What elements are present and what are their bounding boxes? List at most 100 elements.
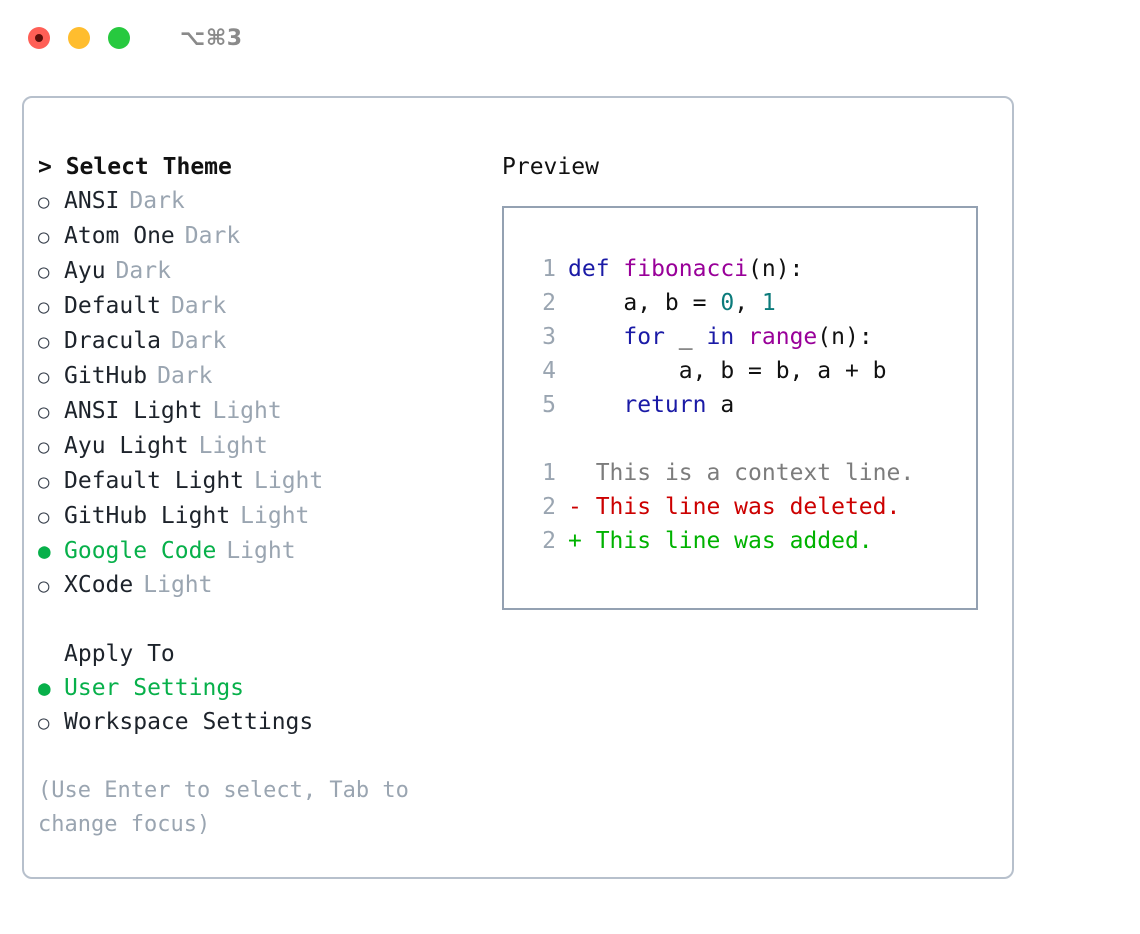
theme-option-ansi[interactable]: ○ ANSI Dark <box>38 184 488 219</box>
theme-name: Default <box>64 293 161 319</box>
line-number: 5 <box>542 392 556 418</box>
theme-name: Default Light <box>64 468 245 494</box>
radio-unselected-icon: ○ <box>38 191 50 213</box>
token-num: 0 <box>720 290 735 316</box>
diff-marker: - <box>568 494 582 520</box>
diff-content: This is a context line. <box>581 460 915 486</box>
token-kw: in <box>706 324 735 350</box>
token-pl: (n): <box>817 324 873 350</box>
line-number: 1 <box>542 256 556 282</box>
diff-content: This line was deleted. <box>581 494 901 520</box>
code-line: 4 a, b = b, a + b <box>522 354 976 388</box>
token-pl <box>568 392 623 418</box>
radio-unselected-icon: ○ <box>38 506 50 528</box>
theme-name: Atom One <box>64 223 175 249</box>
token-fn: range <box>748 324 818 350</box>
radio-unselected-icon: ○ <box>38 401 50 423</box>
diff-line-del: 2- This line was deleted. <box>522 490 976 524</box>
code-text: for _ in range(n): <box>568 320 873 354</box>
theme-option-atom-one[interactable]: ○ Atom One Dark <box>38 219 488 254</box>
radio-unselected-icon: ○ <box>38 712 50 734</box>
radio-unselected-icon: ○ <box>38 436 50 458</box>
token-pl <box>568 324 623 350</box>
code-text: a, b = 0, 1 <box>568 286 776 320</box>
minimize-button[interactable] <box>68 27 90 49</box>
spacer <box>38 603 488 637</box>
line-number: 2 <box>542 494 556 520</box>
theme-variant-tag: Light <box>226 538 296 564</box>
apply-to-option-user-settings[interactable]: ● User Settings <box>38 671 488 705</box>
zoom-button[interactable] <box>108 27 130 49</box>
apply-to-heading: Apply To <box>64 641 175 667</box>
token-pl: _ <box>664 324 707 350</box>
apply-to-options[interactable]: ● User Settings ○ Workspace Settings <box>38 671 488 740</box>
theme-variant-tag: Dark <box>115 258 171 284</box>
theme-name: XCode <box>64 572 134 598</box>
theme-variant-tag: Light <box>254 468 324 494</box>
theme-name: ANSI Light <box>64 398 203 424</box>
theme-name: Dracula <box>64 328 161 354</box>
theme-variant-tag: Light <box>198 433 268 459</box>
code-text: def fibonacci(n): <box>568 252 803 286</box>
token-pl: (n): <box>748 256 804 282</box>
code-line: 3 for _ in range(n): <box>522 320 976 354</box>
line-number: 2 <box>542 290 556 316</box>
code-line: 5 return a <box>522 388 976 422</box>
theme-name: Ayu <box>64 258 106 284</box>
diff-content: This line was added. <box>581 528 873 554</box>
diff-marker <box>568 460 582 486</box>
diff-line-ctx: 1 This is a context line. <box>522 456 976 490</box>
theme-name: Ayu Light <box>64 433 189 459</box>
line-number: 4 <box>542 358 556 384</box>
theme-option-ayu[interactable]: ○ Ayu Dark <box>38 254 488 289</box>
diff-text: This is a context line. <box>568 456 915 490</box>
radio-unselected-icon: ○ <box>38 471 50 493</box>
theme-name: Google Code <box>64 538 217 564</box>
diff-line-add: 2+ This line was added. <box>522 524 976 558</box>
keyboard-hint: (Use Enter to select, Tab to change focu… <box>38 778 423 837</box>
theme-option-ayu-light[interactable]: ○ Ayu Light Light <box>38 429 488 464</box>
theme-variant-tag: Light <box>143 572 213 598</box>
theme-option-default-light[interactable]: ○ Default Light Light <box>38 464 488 499</box>
apply-to-option-workspace-settings[interactable]: ○ Workspace Settings <box>38 705 488 740</box>
token-pl: a <box>706 392 735 418</box>
theme-option-github-light[interactable]: ○ GitHub Light Light <box>38 499 488 534</box>
page-title: > Select Theme <box>38 154 232 180</box>
diff-text: + This line was added. <box>568 524 873 558</box>
radio-unselected-icon: ○ <box>38 226 50 248</box>
radio-unselected-icon: ○ <box>38 366 50 388</box>
theme-variant-tag: Dark <box>170 328 227 354</box>
theme-option-ansi-light[interactable]: ○ ANSI Light Light <box>38 394 488 429</box>
theme-variant-tag: Dark <box>129 188 185 214</box>
theme-variant-tag: Dark <box>157 363 213 389</box>
code-text: return a <box>568 388 734 422</box>
token-num: 1 <box>761 290 776 316</box>
theme-variant-tag: Light <box>240 503 310 529</box>
theme-variant-tag: Light <box>212 398 282 424</box>
apply-to-label: Workspace Settings <box>64 709 314 735</box>
apply-to-label: User Settings <box>64 675 245 701</box>
close-button[interactable] <box>28 27 50 49</box>
theme-variant-tag: Dark <box>184 223 241 249</box>
radio-unselected-icon: ○ <box>38 296 50 318</box>
token-pl: , <box>734 290 762 316</box>
diff-sample: 1 This is a context line.2- This line wa… <box>522 456 976 558</box>
theme-name: ANSI <box>64 188 120 214</box>
theme-name: GitHub Light <box>64 503 231 529</box>
token-kw: for <box>623 324 665 350</box>
radio-selected-icon: ● <box>38 676 51 700</box>
token-kw: def <box>568 256 624 282</box>
radio-unselected-icon: ○ <box>38 261 50 283</box>
token-fn: fibonacci <box>623 256 749 282</box>
